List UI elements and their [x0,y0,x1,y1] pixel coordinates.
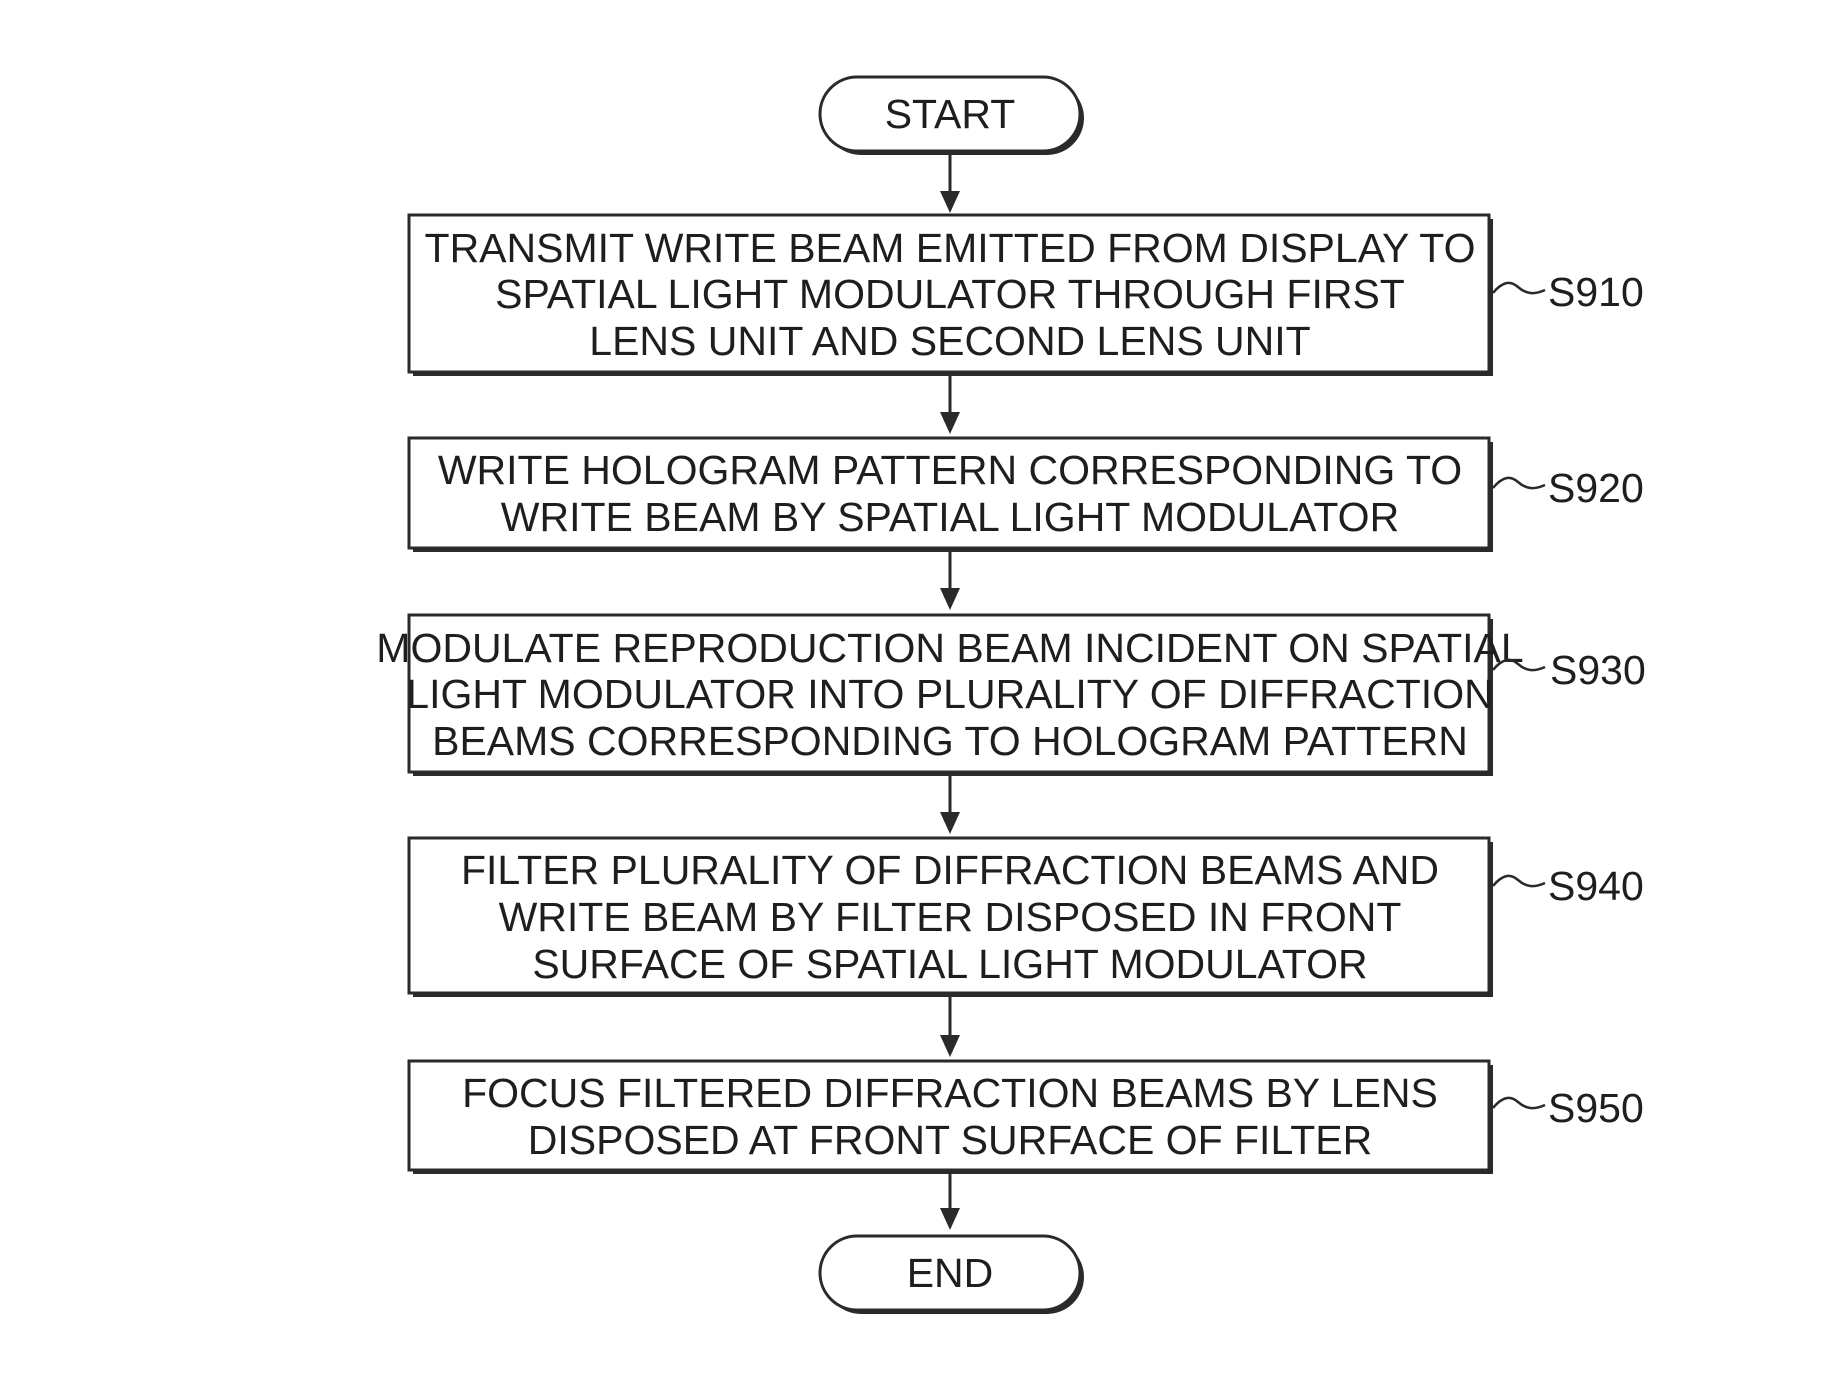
step-s910-leader [1492,281,1546,295]
edge-s950-to-end [940,1170,960,1230]
edge-s920-to-s930 [940,548,960,610]
step-s910-line-2: SPATIAL LIGHT MODULATOR THROUGH FIRST [495,271,1405,317]
step-s950-line-2: DISPOSED AT FRONT SURFACE OF FILTER [528,1117,1372,1163]
edge-s930-to-s940 [940,772,960,834]
step-s930-line-3: BEAMS CORRESPONDING TO HOLOGRAM PATTERN [432,718,1468,764]
step-s940-label: S940 [1548,863,1644,909]
step-s910: TRANSMIT WRITE BEAM EMITTED FROM DISPLAY… [407,213,1644,376]
step-s950-line-1: FOCUS FILTERED DIFFRACTION BEAMS BY LENS [462,1070,1438,1116]
step-s920-line-2: WRITE BEAM BY SPATIAL LIGHT MODULATOR [501,494,1399,540]
edge-s940-to-s950 [940,993,960,1057]
edge-start-to-s910 [940,151,960,213]
step-s950-leader [1492,1096,1546,1110]
step-s930-line-1: MODULATE REPRODUCTION BEAM INCIDENT ON S… [376,625,1523,671]
step-s930-leader [1492,658,1546,672]
step-s940-line-3: SURFACE OF SPATIAL LIGHT MODULATOR [532,941,1367,987]
step-s920-line-1: WRITE HOLOGRAM PATTERN CORRESPONDING TO [438,447,1462,493]
step-s910-line-3: LENS UNIT AND SECOND LENS UNIT [589,318,1310,364]
step-s940-line-2: WRITE BEAM BY FILTER DISPOSED IN FRONT [499,894,1402,940]
step-s910-line-1: TRANSMIT WRITE BEAM EMITTED FROM DISPLAY… [425,225,1476,271]
end-terminator: END [818,1234,1084,1314]
step-s940-leader [1492,874,1546,888]
step-s920-leader [1492,476,1546,490]
step-s950-label: S950 [1548,1085,1644,1131]
start-terminator: START [818,75,1084,155]
edge-s910-to-s920 [940,372,960,434]
step-s940: FILTER PLURALITY OF DIFFRACTION BEAMS AN… [407,836,1644,997]
step-s940-line-1: FILTER PLURALITY OF DIFFRACTION BEAMS AN… [461,847,1439,893]
end-label: END [907,1250,994,1296]
step-s920: WRITE HOLOGRAM PATTERN CORRESPONDING TO … [407,436,1644,552]
step-s910-label: S910 [1548,269,1644,315]
step-s930-line-2: LIGHT MODULATOR INTO PLURALITY OF DIFFRA… [406,671,1493,717]
start-label: START [885,91,1016,137]
step-s950: FOCUS FILTERED DIFFRACTION BEAMS BY LENS… [407,1059,1644,1174]
step-s930-label: S930 [1550,647,1646,693]
step-s930: MODULATE REPRODUCTION BEAM INCIDENT ON S… [376,613,1646,776]
step-s920-label: S920 [1548,465,1644,511]
